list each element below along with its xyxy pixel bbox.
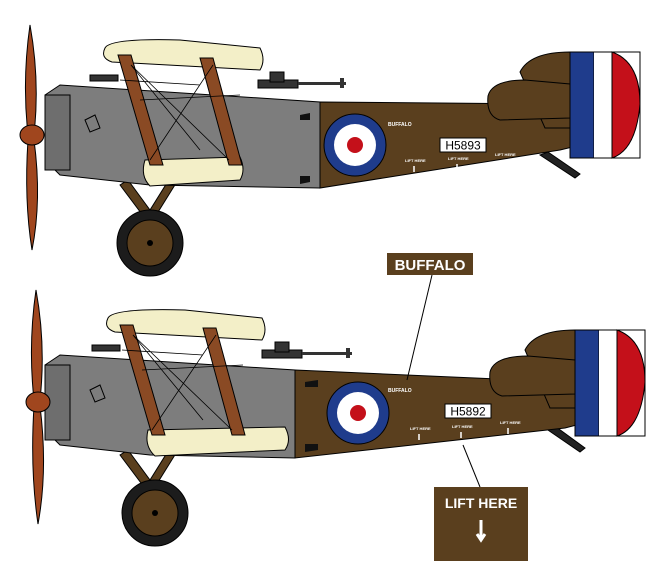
lift-here-callout: LIFT HERE <box>434 444 528 561</box>
landing-gear-bottom <box>119 447 189 547</box>
machine-gun-bottom <box>91 341 352 359</box>
propeller-top <box>19 24 45 251</box>
roundel-top <box>323 113 387 177</box>
lift-stencil-bottom-1: LIFT HERE <box>410 426 431 431</box>
buffalo-callout-label: BUFFALO <box>395 257 466 274</box>
lower-wing-top <box>142 156 244 187</box>
serial-box-top: H5893 <box>439 137 487 153</box>
upper-wing-bottom <box>106 309 266 341</box>
lift-stencil-top-3: LIFT HERE <box>495 152 516 157</box>
lift-stencil-bottom-3: LIFT HERE <box>500 420 521 425</box>
lift-stencil-bottom-2: LIFT HERE <box>452 424 473 429</box>
buffalo-callout: BUFFALO <box>387 253 473 381</box>
propeller-bottom <box>25 289 51 525</box>
lift-stencil-top-1: LIFT HERE <box>405 158 426 163</box>
serial-number-bottom: H5892 <box>450 405 486 419</box>
buffalo-stencil-bottom: BUFFALO <box>388 388 412 394</box>
machine-gun-top <box>89 71 346 89</box>
roundel-bottom <box>326 381 390 445</box>
lower-wing-bottom <box>146 426 289 457</box>
aircraft-top: H5893 BUFFALO LIFT HERE LIFT HERE LIFT H… <box>19 24 641 277</box>
aircraft-bottom: H5892 BUFFALO LIFT HERE LIFT HERE LIFT H… <box>25 289 646 547</box>
serial-box-bottom: H5892 <box>444 403 492 419</box>
landing-gear-top <box>116 177 184 277</box>
arrow-down-icon <box>475 520 487 543</box>
lift-stencil-top-2: LIFT HERE <box>448 156 469 161</box>
buffalo-stencil-top: BUFFALO <box>388 122 412 128</box>
serial-number-top: H5893 <box>445 139 481 153</box>
upper-wing-top <box>103 39 264 71</box>
lift-here-callout-label: LIFT HERE <box>445 495 517 511</box>
